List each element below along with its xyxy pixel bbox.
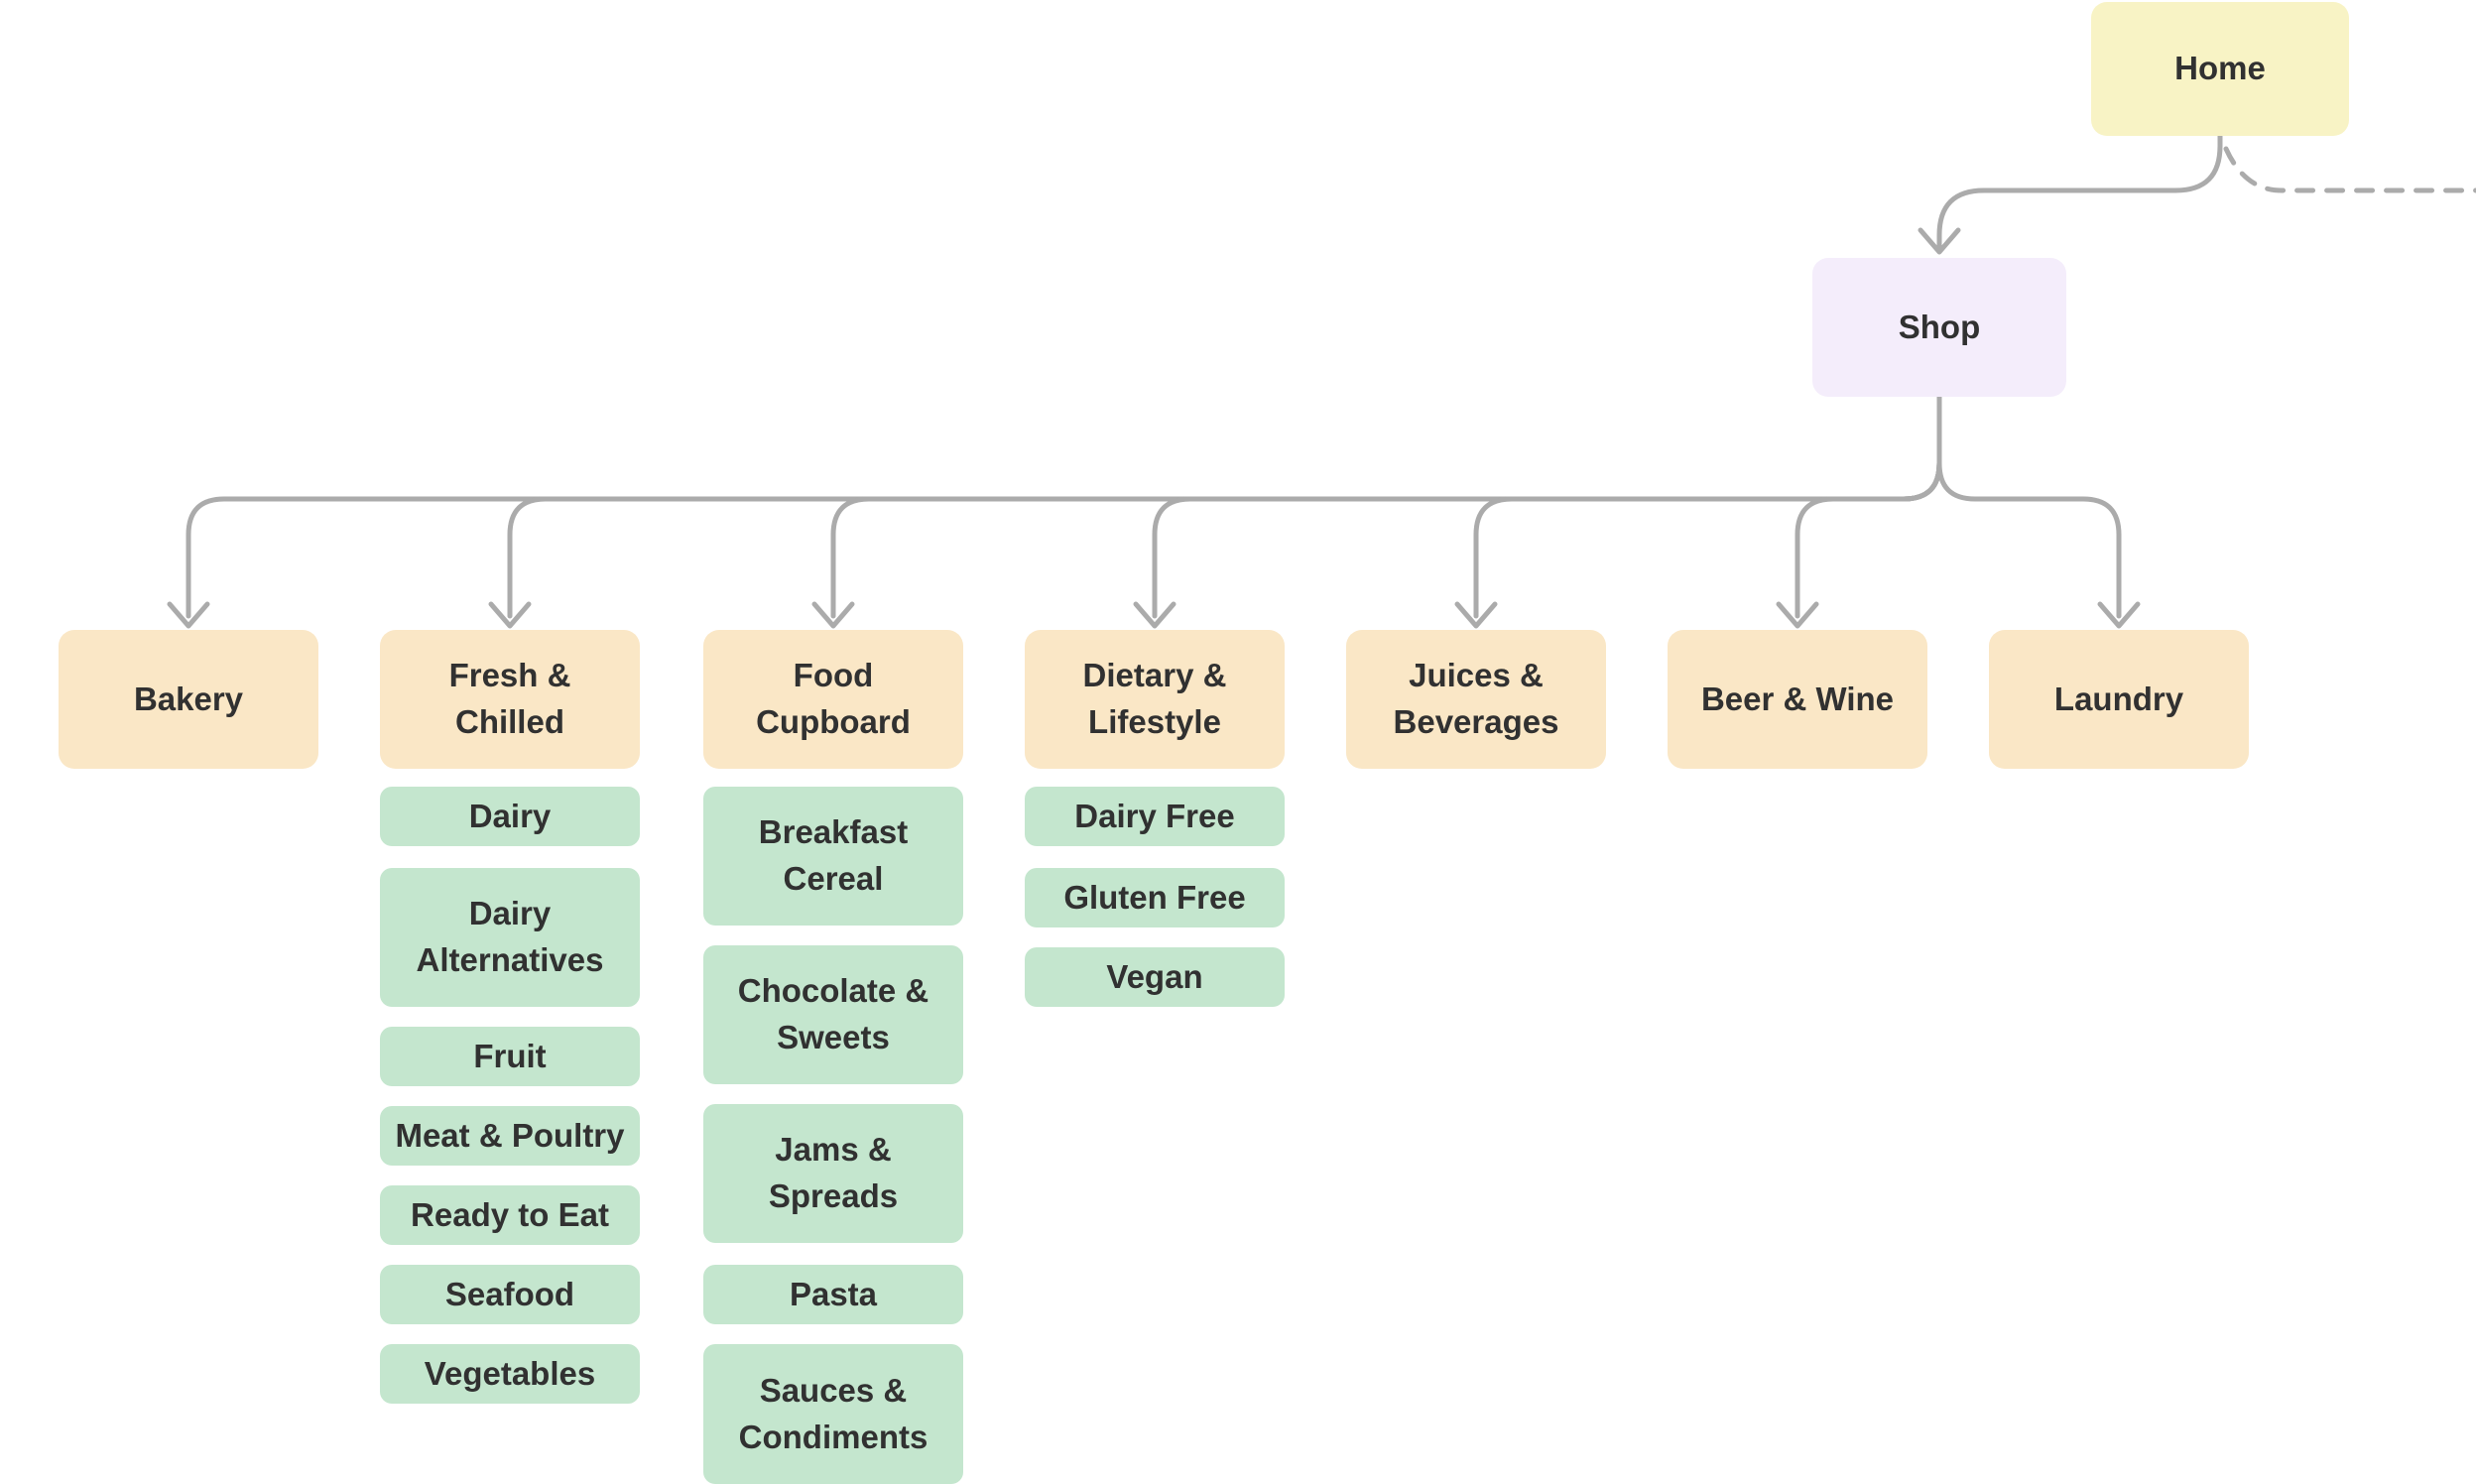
node-laundry[interactable]: Laundry (1989, 630, 2249, 769)
arrowhead-beer-wine (1776, 601, 1819, 629)
arrowhead-laundry (2097, 601, 2141, 629)
edge-shop-juices-beverages (1473, 394, 1942, 619)
edge-home-shop (1936, 133, 2223, 249)
node-dietary-lifestyle[interactable]: Dietary & Lifestyle (1025, 630, 1285, 769)
arrowhead-shop (1918, 227, 1961, 255)
arrowhead-dietary-lifestyle (1133, 601, 1176, 629)
node-jams-spreads[interactable]: Jams & Spreads (703, 1104, 963, 1243)
node-fresh-chilled[interactable]: Fresh & Chilled (380, 630, 640, 769)
node-vegan[interactable]: Vegan (1025, 947, 1285, 1007)
edge-shop-dietary-lifestyle (1152, 394, 1942, 619)
edge-shop-laundry (1936, 394, 2122, 619)
node-juices-beverages[interactable]: Juices & Beverages (1346, 630, 1606, 769)
node-meat-poultry[interactable]: Meat & Poultry (380, 1106, 640, 1166)
node-vegetables[interactable]: Vegetables (380, 1344, 640, 1404)
edge-home-dashed (2223, 146, 2476, 193)
node-dairy-free[interactable]: Dairy Free (1025, 787, 1285, 846)
node-pasta[interactable]: Pasta (703, 1265, 963, 1324)
arrowhead-juices-beverages (1454, 601, 1498, 629)
arrowhead-bakery (167, 601, 210, 629)
node-shop[interactable]: Shop (1812, 258, 2066, 397)
node-bakery[interactable]: Bakery (59, 630, 318, 769)
node-chocolate-sweets[interactable]: Chocolate & Sweets (703, 945, 963, 1084)
node-dairy-alternatives[interactable]: Dairy Alternatives (380, 868, 640, 1007)
node-sauces-condiments[interactable]: Sauces & Condiments (703, 1344, 963, 1484)
edge-shop-fresh-chilled (507, 394, 1942, 619)
node-beer-wine[interactable]: Beer & Wine (1668, 630, 1927, 769)
node-seafood[interactable]: Seafood (380, 1265, 640, 1324)
edge-shop-beer-wine (1795, 394, 1942, 619)
node-gluten-free[interactable]: Gluten Free (1025, 868, 1285, 928)
node-breakfast-cereal[interactable]: Breakfast Cereal (703, 787, 963, 926)
edge-shop-bakery (186, 394, 1942, 619)
node-fruit[interactable]: Fruit (380, 1027, 640, 1086)
node-dairy[interactable]: Dairy (380, 787, 640, 846)
arrowhead-food-cupboard (811, 601, 855, 629)
arrowhead-fresh-chilled (488, 601, 532, 629)
edge-shop-food-cupboard (830, 394, 1942, 619)
node-food-cupboard[interactable]: Food Cupboard (703, 630, 963, 769)
node-home[interactable]: Home (2091, 2, 2349, 136)
node-ready-to-eat[interactable]: Ready to Eat (380, 1185, 640, 1245)
